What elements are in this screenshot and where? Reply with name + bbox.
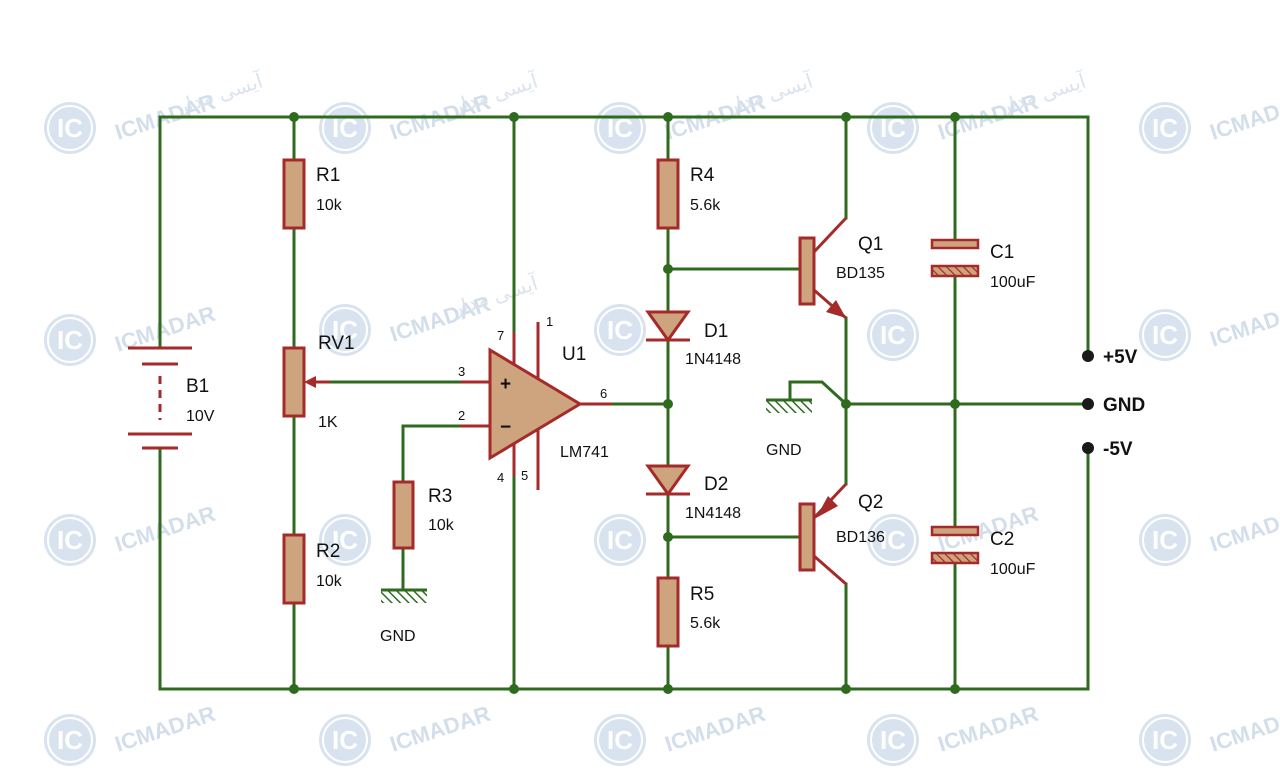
svg-text:ICMADAR: ICMADAR (112, 701, 219, 757)
watermark-9 (866, 308, 920, 362)
watermark-15: ICMADAR (1138, 501, 1280, 567)
opamp-u1: + − 7 1 3 2 6 4 5 U1 LM741 (458, 314, 612, 490)
d2-value: 1N4148 (685, 505, 741, 522)
terminals (1082, 350, 1094, 454)
watermark-18: ICMADAR (593, 701, 769, 767)
r3-value: 10k (428, 517, 455, 534)
ground-mid-label: GND (766, 442, 802, 459)
svg-text:ICMADAR: ICMADAR (1207, 89, 1280, 145)
ground-r3-label: GND (380, 628, 416, 645)
watermark-10: ICMADAR (1138, 296, 1280, 362)
r4-value: 5.6k (690, 197, 721, 214)
watermark-19: ICMADAR (866, 701, 1042, 767)
resistor-r4: R4 5.6k (656, 158, 721, 230)
junctions (289, 112, 960, 694)
transistor-q2: Q2 BD136 (798, 482, 885, 586)
diode-d2: D2 1N4148 (645, 464, 741, 522)
d2-ref: D2 (704, 474, 728, 495)
inverting-input-wire (401, 424, 492, 484)
c2-value: 100uF (990, 561, 1036, 578)
terminal-plus5-dot (1082, 350, 1094, 362)
rv1-ref: RV1 (318, 333, 355, 354)
r3-ref: R3 (428, 486, 452, 507)
watermark-8 (593, 303, 647, 357)
d1-ref: D1 (704, 321, 728, 342)
r1-value: 10k (316, 197, 343, 214)
watermark-13 (593, 513, 647, 567)
terminal-plus5-label: +5V (1103, 347, 1138, 368)
mid-ground-wire (788, 380, 849, 407)
watermark-logo (43, 101, 97, 155)
ground-r3: GND (380, 588, 427, 645)
opamp-pin-5: 5 (521, 468, 528, 483)
svg-text:ICMADAR: ICMADAR (1207, 501, 1280, 557)
watermark-5: ICMADAR (1138, 89, 1280, 155)
resistor-r3: R3 10k (392, 480, 455, 550)
watermark-3: ICMADAR آیسی مدار (593, 67, 817, 155)
b1-ref: B1 (186, 376, 209, 397)
svg-text:ICMADAR: ICMADAR (662, 701, 769, 757)
watermark-6: ICMADAR (43, 301, 218, 367)
q2-ref: Q2 (858, 492, 883, 513)
opamp-plus-sign: + (500, 374, 511, 395)
r5-value: 5.6k (690, 615, 721, 632)
u1-ref: U1 (562, 344, 586, 365)
terminal-gnd-label: GND (1103, 395, 1145, 416)
ground-mid: GND (766, 398, 812, 459)
resistor-r5: R5 5.6k (656, 576, 721, 648)
b1-value: 10V (186, 408, 215, 425)
opamp-pin-6: 6 (600, 386, 607, 401)
r2-ref: R2 (316, 541, 340, 562)
c1-value: 100uF (990, 274, 1036, 291)
svg-text:ICMADAR: ICMADAR (1207, 701, 1280, 757)
svg-text:ICMADAR: ICMADAR (935, 701, 1042, 757)
svg-text:آیسی مدار: آیسی مدار (723, 67, 817, 119)
c1-ref: C1 (990, 242, 1014, 263)
r1-ref: R1 (316, 165, 340, 186)
q1-value: BD135 (836, 265, 885, 282)
svg-text:آیسی مدار: آیسی مدار (173, 67, 267, 119)
opamp-pin-2: 2 (458, 408, 465, 423)
capacitor-c2: C2 100uF (930, 525, 1036, 578)
opamp-pin-1: 1 (546, 314, 553, 329)
resistor-r1: R1 10k (282, 158, 343, 230)
opamp-minus-sign: − (500, 417, 511, 438)
svg-text:آیسی مدار: آیسی مدار (448, 269, 542, 321)
wires (158, 115, 1090, 691)
potentiometer-rv1: RV1 1K (282, 333, 355, 431)
opamp-pin-4: 4 (497, 470, 504, 485)
d1-value: 1N4148 (685, 351, 741, 368)
battery-b1: B1 10V (128, 346, 215, 450)
c2-ref: C2 (990, 529, 1014, 550)
watermark-11: ICMADAR (43, 501, 219, 567)
terminal-minus5-label: -5V (1103, 439, 1133, 460)
watermark-17: ICMADAR (318, 701, 494, 767)
svg-text:آیسی مدار: آیسی مدار (448, 67, 542, 119)
svg-text:ICMADAR: ICMADAR (387, 701, 494, 757)
r2-value: 10k (316, 573, 343, 590)
terminal-minus5-dot (1082, 442, 1094, 454)
terminal-gnd-dot (1082, 398, 1094, 410)
watermark-2: ICMADAR آیسی مدار (318, 67, 542, 155)
diode-d1: D1 1N4148 (645, 310, 741, 368)
watermark-20: ICMADAR (1138, 701, 1280, 767)
rv1-value: 1K (318, 414, 338, 431)
r5-ref: R5 (690, 584, 714, 605)
capacitor-c1: C1 100uF (930, 238, 1036, 291)
opamp-pin-3: 3 (458, 364, 465, 379)
resistor-r2: R2 10k (282, 533, 343, 605)
transistor-q1: Q1 BD135 (798, 216, 885, 320)
watermark-4: ICMADAR آیسی مدار (866, 67, 1090, 155)
svg-text:ICMADAR: ICMADAR (112, 501, 219, 557)
svg-text:آیسی مدار: آیسی مدار (996, 67, 1090, 119)
r4-ref: R4 (690, 165, 715, 186)
watermark-16: ICMADAR (43, 701, 219, 767)
q2-value: BD136 (836, 529, 885, 546)
opamp-pin-7: 7 (497, 328, 504, 343)
q1-ref: Q1 (858, 234, 883, 255)
u1-value: LM741 (560, 444, 609, 461)
watermark-1: ICMADAR آیسی مدار (43, 67, 267, 155)
svg-text:ICMADAR: ICMADAR (1207, 296, 1280, 352)
